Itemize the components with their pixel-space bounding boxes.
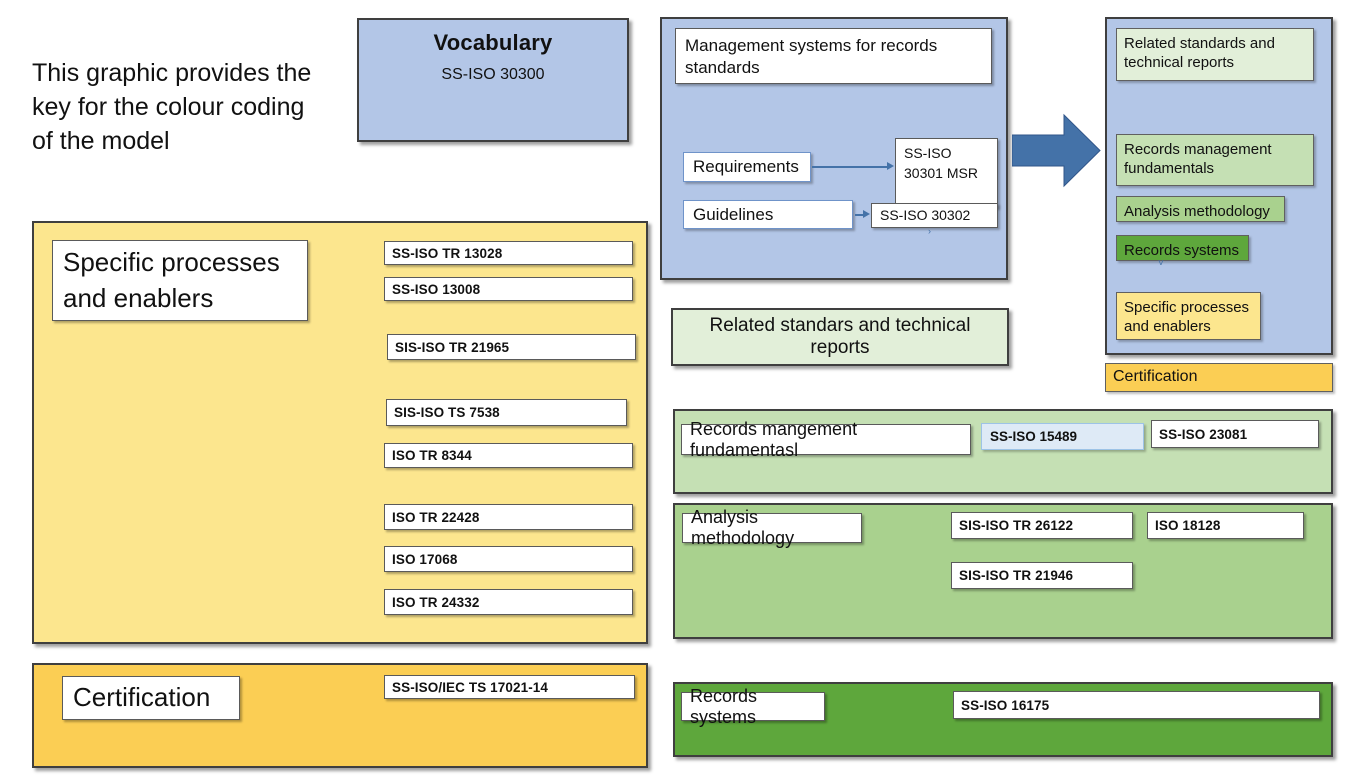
legend-item-certification[interactable]: Certification (1105, 363, 1333, 392)
stray-mark: ˅ (1158, 258, 1164, 269)
vocabulary-standard: SS-ISO 30300 (441, 66, 545, 83)
legend-item-label: Records management fundamentals (1124, 141, 1272, 178)
related-standards-header-label: Related standars and technical reports (709, 315, 971, 358)
legend-item-records-systems[interactable]: Records systems (1116, 235, 1249, 261)
standard-box[interactable]: SIS-ISO TR 26122 (951, 512, 1133, 539)
intro-text: This graphic provides the key for the co… (32, 57, 322, 158)
standard-box[interactable]: SIS-ISO TR 21946 (951, 562, 1133, 589)
legend-item-label: Related standards and technical reports (1124, 35, 1275, 72)
msr-guidelines-standard-box[interactable]: SS-ISO 30302 (871, 203, 998, 228)
stray-mark: › (928, 226, 931, 236)
legend-item-analysis-methodology[interactable]: Analysis methodology (1116, 196, 1285, 222)
legend-item-label: Certification (1113, 368, 1198, 385)
requirements-box[interactable]: Requirements (683, 152, 811, 182)
analysis-methodology-label: Analysis methodology (682, 507, 862, 548)
vocabulary-panel[interactable]: Vocabulary SS-ISO 30300 (357, 18, 629, 142)
standard-box[interactable]: ISO TR 8344 (384, 443, 633, 468)
standard-box[interactable]: ISO 17068 (384, 546, 633, 572)
requirements-connector-arrow (887, 162, 894, 170)
guidelines-connector-line (855, 214, 864, 216)
standard-box[interactable]: SS-ISO TR 13028 (384, 241, 633, 265)
standard-box[interactable]: SS-ISO 15489 (981, 423, 1144, 450)
intro-text-label: This graphic provides the key for the co… (32, 59, 312, 155)
flow-arrow-icon (1011, 113, 1102, 188)
legend-item-label: Analysis methodology (1124, 203, 1270, 220)
legend-item-specific-processes[interactable]: Specific processes and enablers (1116, 292, 1261, 340)
standard-box[interactable]: SS-ISO/IEC TS 17021-14 (384, 675, 635, 699)
standard-box[interactable]: SIS-ISO TS 7538 (386, 399, 627, 426)
standard-box[interactable]: SIS-ISO TR 21965 (387, 334, 636, 360)
guidelines-connector-arrow (863, 210, 870, 218)
certification-label: Certification (62, 676, 240, 720)
msr-title-box: Management systems for records standards (675, 28, 992, 84)
legend-item-label: Specific processes and enablers (1124, 299, 1250, 336)
standard-box[interactable]: SS-ISO 13008 (384, 277, 633, 301)
legend-item-label: Records systems (1124, 242, 1240, 259)
standard-box[interactable]: ISO TR 22428 (384, 504, 633, 530)
related-standards-header-box: Related standars and technical reports (671, 308, 1009, 366)
requirements-connector-line (812, 166, 888, 168)
legend-item-records-management-fundamentals[interactable]: Records management fundamentals (1116, 134, 1314, 186)
records-systems-label: Records systems (681, 686, 825, 727)
specific-processes-label: Specific processes and enablers (52, 240, 308, 321)
msr-requirements-standard-box[interactable]: SS-ISO 30301 MSR (895, 138, 998, 208)
guidelines-box[interactable]: Guidelines (683, 200, 853, 229)
standard-box[interactable]: SS-ISO 16175 (953, 691, 1320, 719)
standard-box[interactable]: ISO 18128 (1147, 512, 1304, 539)
legend-item-related-standards[interactable]: Related standards and technical reports (1116, 28, 1314, 81)
records-management-fundamentals-label: Records mangement fundamentasl (681, 419, 971, 460)
standard-box[interactable]: SS-ISO 23081 (1151, 420, 1319, 448)
vocabulary-title: Vocabulary (433, 30, 553, 55)
standard-box[interactable]: ISO TR 24332 (384, 589, 633, 615)
